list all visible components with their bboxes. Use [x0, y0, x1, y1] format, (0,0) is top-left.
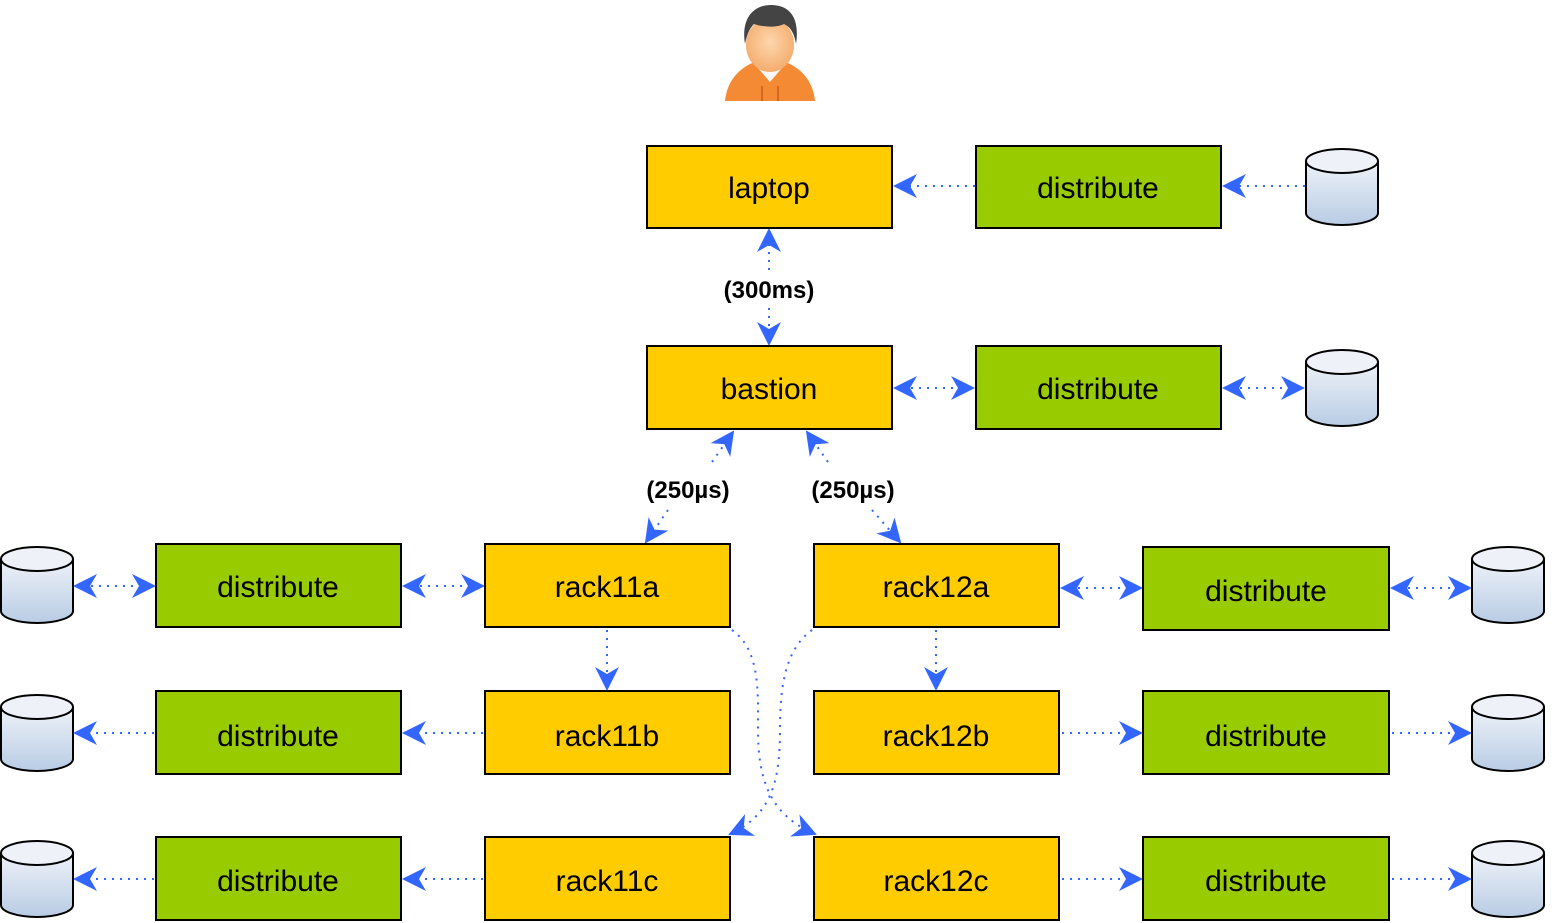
edge-bastion-rack11a-up: [710, 430, 735, 463]
node-label: laptop: [728, 172, 810, 205]
database-icon: [1471, 694, 1545, 772]
database-icon: [1471, 840, 1545, 918]
node-label: rack11c: [556, 865, 659, 898]
latency-bastion-rack12a: (250µs): [811, 477, 894, 504]
distribute-laptop: distribute: [975, 145, 1222, 229]
database-icon: [0, 840, 74, 918]
distribute-label: distribute: [217, 720, 339, 753]
distribute-label: distribute: [217, 571, 339, 604]
distribute-rack12c: distribute: [1142, 836, 1390, 921]
edge-bastion-rack11a-down: [644, 509, 669, 544]
distribute-rack12a: distribute: [1142, 546, 1390, 631]
node-bastion: bastion: [646, 345, 893, 430]
latency-bastion-rack11a: (250µs): [646, 477, 729, 504]
distribute-label: distribute: [1205, 575, 1327, 608]
node-label: rack11b: [555, 720, 660, 753]
distribute-rack12b: distribute: [1142, 690, 1390, 775]
distribute-rack11c: distribute: [155, 836, 402, 921]
database-icon: [0, 694, 74, 772]
edge-bastion-rack12a-down: [871, 509, 902, 544]
edge-rack12a-rack11c: [728, 629, 813, 836]
distribute-label: distribute: [1205, 720, 1327, 753]
node-rack12b: rack12b: [813, 690, 1060, 775]
latency-laptop-bastion: (300ms): [724, 277, 815, 304]
distribute-label: distribute: [1037, 373, 1159, 406]
distribute-bastion: distribute: [975, 345, 1222, 430]
database-icon: [1471, 546, 1545, 624]
node-label: rack12a: [883, 571, 990, 604]
distribute-label: distribute: [1205, 865, 1327, 898]
node-rack11c: rack11c: [484, 836, 731, 921]
node-rack11b: rack11b: [484, 690, 731, 775]
node-label: rack11a: [555, 571, 660, 604]
node-rack12a: rack12a: [813, 543, 1060, 628]
distribute-rack11b: distribute: [155, 690, 402, 775]
node-label: bastion: [721, 373, 818, 406]
distribute-rack11a: distribute: [155, 543, 402, 628]
node-label: rack12c: [883, 865, 988, 898]
distribute-label: distribute: [217, 865, 339, 898]
distribute-label: distribute: [1037, 172, 1159, 205]
node-laptop: laptop: [646, 145, 893, 229]
database-icon: [0, 546, 74, 624]
node-label: rack12b: [883, 720, 990, 753]
edge-rack11a-rack12c: [731, 629, 817, 837]
database-icon: [1305, 349, 1379, 427]
node-rack11a: rack11a: [484, 543, 731, 628]
edge-bastion-rack12a-up: [805, 430, 830, 463]
user-icon: [725, 5, 815, 101]
database-icon: [1305, 148, 1379, 226]
node-rack12c: rack12c: [813, 836, 1060, 921]
